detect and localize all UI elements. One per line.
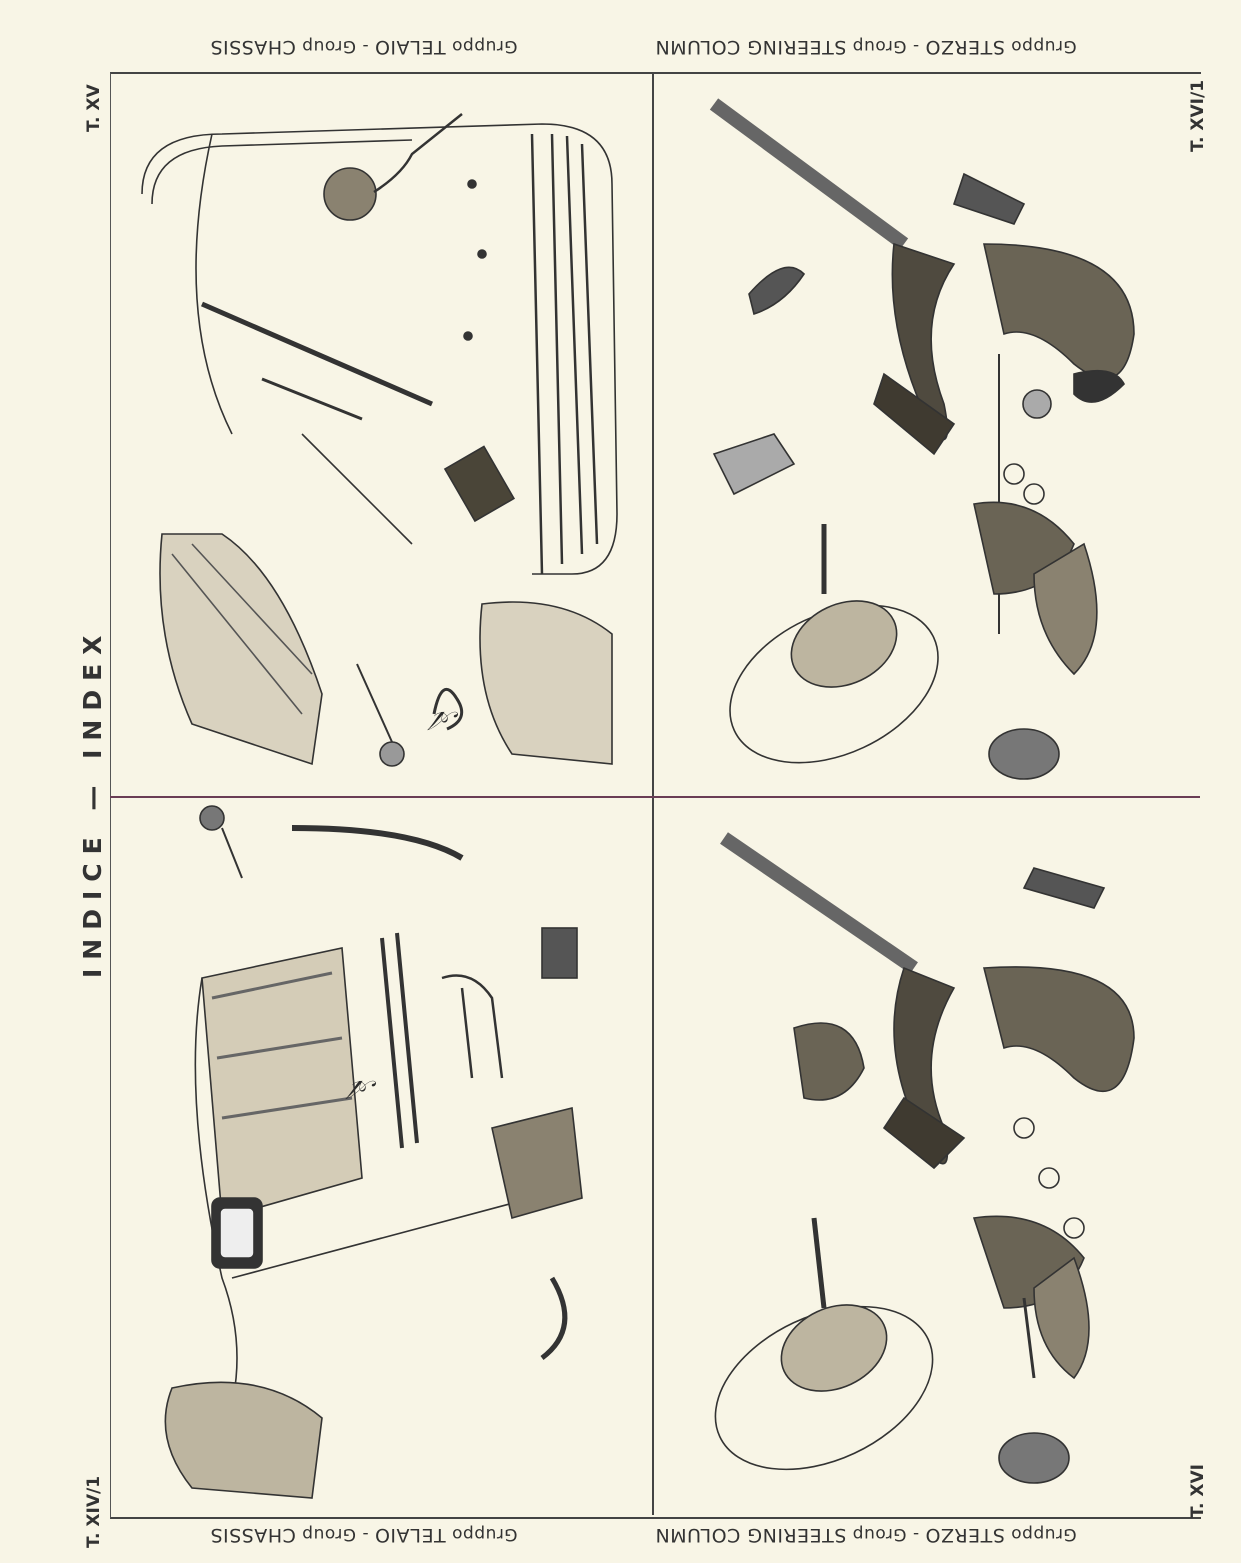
header-bottom-right: Gruppo STERZO - Group STEERING COLUMN	[655, 1524, 1077, 1546]
vertical-divider	[652, 72, 654, 1515]
header-group: Group	[301, 1524, 357, 1544]
ape-logo: 𝒜	[434, 705, 459, 735]
header-top-right: Gruppo STERZO - Group STEERING COLUMN	[655, 36, 1077, 58]
header-group: Group	[852, 36, 907, 56]
page-frame	[110, 72, 1201, 1519]
diagram-steering-t-xvi	[654, 798, 1200, 1515]
header-gruppo: Gruppo	[1010, 1524, 1077, 1544]
header-gruppo: Gruppo	[451, 36, 518, 56]
header-gruppo: Gruppo	[1010, 36, 1077, 56]
header-it: TELAIO	[374, 1524, 446, 1546]
index-title: INDICE — INDEX	[78, 626, 107, 978]
header-group: Group	[852, 1524, 907, 1544]
header-sep: -	[912, 1524, 920, 1544]
table-label-top-left: T. XV	[84, 84, 104, 132]
horizontal-divider	[110, 796, 1200, 798]
header-sep: -	[361, 36, 369, 56]
diagram-steering-t-xvi-1	[654, 74, 1200, 796]
header-group: Group	[301, 36, 357, 56]
header-gruppo: Gruppo	[451, 1524, 518, 1544]
header-en: STEERING COLUMN	[655, 1524, 847, 1546]
header-top-left: Gruppo TELAIO - Group CHASSIS	[210, 36, 518, 58]
header-sep: -	[912, 36, 920, 56]
header-en: CHASSIS	[210, 36, 296, 58]
header-sep: -	[361, 1524, 369, 1544]
table-label-bottom-left: T. XIV/1	[84, 1475, 104, 1548]
header-en: CHASSIS	[210, 1524, 296, 1546]
header-it: STERZO	[924, 36, 1005, 58]
diagram-chassis-t-xiv-1: 𝒜	[112, 798, 652, 1515]
header-it: TELAIO	[374, 36, 446, 58]
diagram-chassis-t-xv: 𝒜	[112, 74, 652, 796]
header-bottom-left: Gruppo TELAIO - Group CHASSIS	[210, 1524, 518, 1546]
header-it: STERZO	[924, 1524, 1005, 1546]
header-en: STEERING COLUMN	[655, 36, 847, 58]
ape-logo: 𝒜	[352, 1074, 377, 1104]
